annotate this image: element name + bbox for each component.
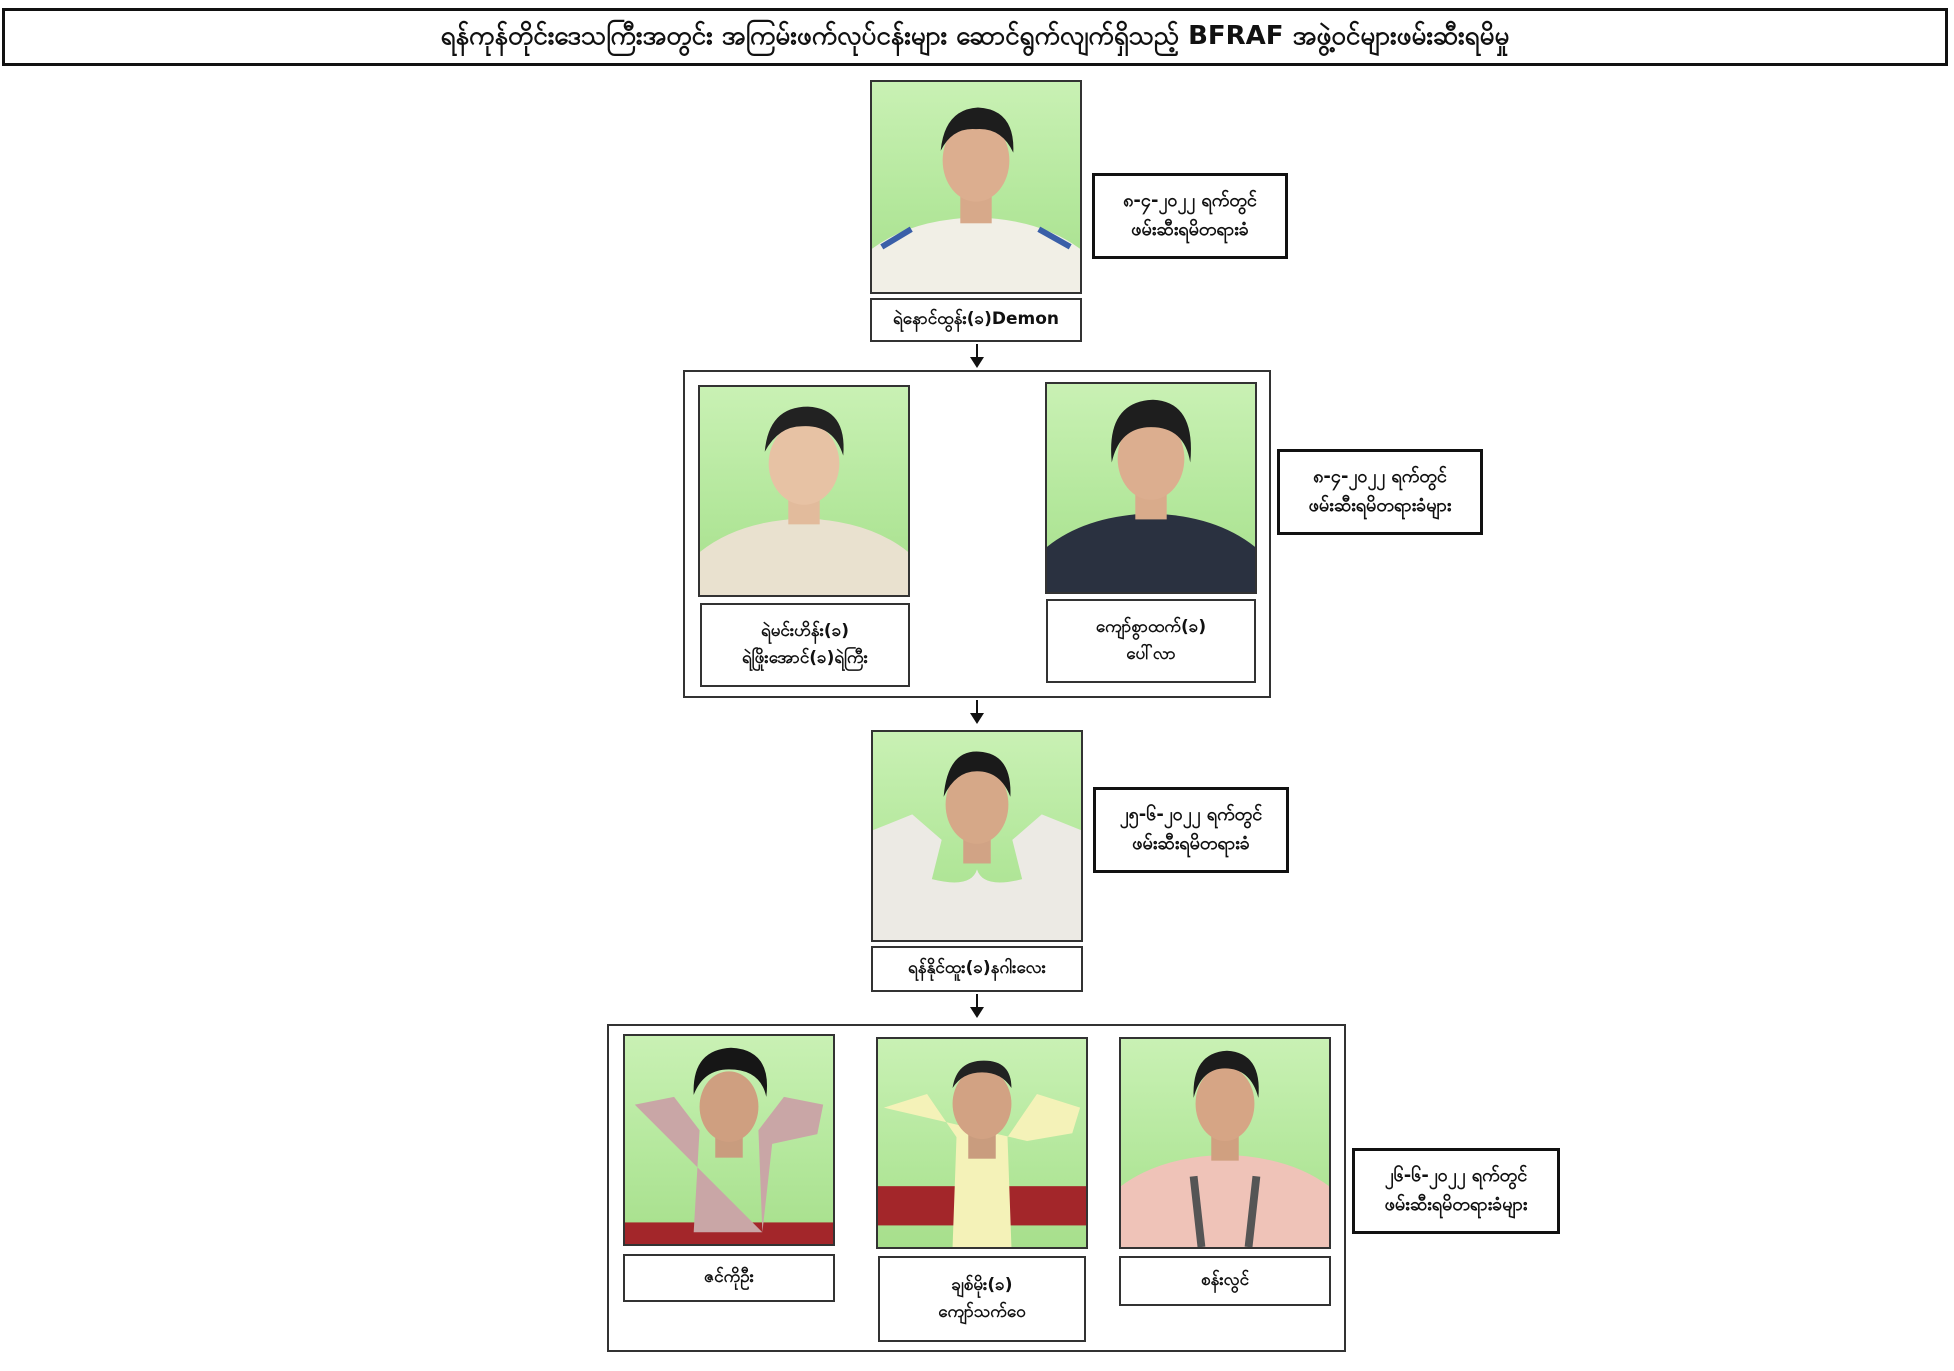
arrest-status-1: ဖမ်းဆီးရမိတရားခံ xyxy=(1131,219,1249,240)
arrest-date-box-1: ၈-၄-၂၀၂၂ ရက်တွင် ဖမ်းဆီးရမိတရားခံ xyxy=(1092,173,1288,259)
suspect-name-box-3: ရန်နိုင်ထူး(ခ)နဂါးလေး xyxy=(871,946,1083,992)
suspect-name-box-2b: ကျော်စွာထက်(ခ) ပေါ်လာ xyxy=(1046,599,1256,683)
suspect-name-2b-line1: ကျော်စွာထက်(ခ) xyxy=(1095,616,1207,637)
suspect-photo-2b xyxy=(1045,382,1257,594)
flow-arrow-1 xyxy=(970,344,984,368)
suspect-photo-3 xyxy=(871,730,1083,942)
person-silhouette-icon xyxy=(1121,1050,1329,1247)
suspect-photo-4c xyxy=(1119,1037,1331,1249)
suspect-name-box-4b: ချစ်မိုး(ခ) ကျော်သက်ဝေ xyxy=(878,1256,1086,1342)
person-silhouette-icon xyxy=(873,751,1081,940)
arrest-status-4: ဖမ်းဆီးရမိတရားခံများ xyxy=(1384,1194,1528,1215)
suspect-name-4a: ဇင်ကိုဦး xyxy=(704,1267,754,1288)
flow-arrow-3 xyxy=(970,994,984,1018)
arrest-date-2: ၈-၄-၂၀၂၂ ရက်တွင် xyxy=(1313,466,1447,488)
arrest-date-box-2: ၈-၄-၂၀၂၂ ရက်တွင် ဖမ်းဆီးရမိတရားခံများ xyxy=(1277,449,1483,535)
arrest-status-3: ဖမ်းဆီးရမိတရားခံ xyxy=(1132,833,1250,854)
suspect-photo-2a xyxy=(698,385,910,597)
suspect-name-3: ရန်နိုင်ထူး(ခ)နဂါးလေး xyxy=(908,958,1046,979)
suspect-group-4 xyxy=(607,1024,1346,1352)
person-silhouette-icon xyxy=(878,1060,1086,1247)
suspect-group-2 xyxy=(683,370,1271,698)
arrest-date-3: ၂၅-၆-၂၀၂၂ ရက်တွင် xyxy=(1119,804,1263,826)
person-silhouette-icon xyxy=(700,406,908,595)
arrest-date-1: ၈-၄-၂၀၂၂ ရက်တွင် xyxy=(1123,190,1257,212)
suspect-name-2a-line1: ရဲမင်းဟိန်း(ခ) xyxy=(760,620,850,641)
suspect-name-4b-line1: ချစ်မိုး(ခ) xyxy=(951,1274,1013,1295)
arrest-status-2: ဖမ်းဆီးရမိတရားခံများ xyxy=(1308,495,1452,516)
person-silhouette-icon xyxy=(1047,399,1255,592)
person-silhouette-icon xyxy=(872,107,1080,292)
suspect-name-4c: စန်းလွင် xyxy=(1200,1270,1250,1291)
chart-title-text: ရန်ကုန်တိုင်းဒေသကြီးအတွင်း အကြမ်းဖက်လုပ်… xyxy=(440,20,1510,51)
suspect-name-4b-line2: ကျော်သက်ဝေ xyxy=(938,1302,1026,1322)
arrest-date-box-4: ၂၆-၆-၂၀၂၂ ရက်တွင် ဖမ်းဆီးရမိတရားခံများ xyxy=(1352,1148,1560,1234)
flow-arrow-2 xyxy=(970,700,984,724)
suspect-photo-4b xyxy=(876,1037,1088,1249)
suspect-name-box-1: ရဲနောင်ထွန်း(ခ)Demon xyxy=(870,298,1082,342)
arrest-date-box-3: ၂၅-၆-၂၀၂၂ ရက်တွင် ဖမ်းဆီးရမိတရားခံ xyxy=(1093,787,1289,873)
suspect-photo-4a xyxy=(623,1034,835,1246)
suspect-name-2a-line2: ရဲဖြိုးအောင်(ခ)ရဲကြီး xyxy=(742,648,868,668)
person-silhouette-icon xyxy=(625,1047,833,1244)
chart-title: ရန်ကုန်တိုင်းဒေသကြီးအတွင်း အကြမ်းဖက်လုပ်… xyxy=(2,8,1948,66)
suspect-photo-1 xyxy=(870,80,1082,294)
suspect-name-box-4c: စန်းလွင် xyxy=(1119,1256,1331,1306)
suspect-name-box-4a: ဇင်ကိုဦး xyxy=(623,1254,835,1302)
suspect-name-2b-line2: ပေါ်လာ xyxy=(1126,644,1176,664)
suspect-name-box-2a: ရဲမင်းဟိန်း(ခ) ရဲဖြိုးအောင်(ခ)ရဲကြီး xyxy=(700,603,910,687)
suspect-name-1: ရဲနောင်ထွန်း(ခ)Demon xyxy=(893,309,1059,330)
arrest-date-4: ၂၆-၆-၂၀၂၂ ရက်တွင် xyxy=(1384,1165,1528,1187)
